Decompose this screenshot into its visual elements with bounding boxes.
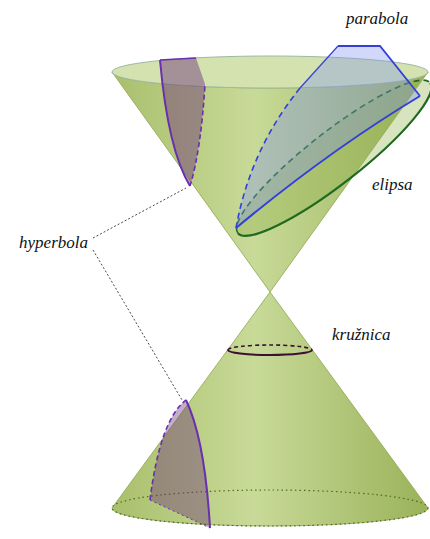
parabola-plane [236, 46, 420, 228]
hyperbola-upper-back [190, 84, 205, 186]
label-ellipse: elipsa [372, 176, 413, 195]
parabola-plane-edge [338, 46, 420, 96]
hyperbola-lower-edge [150, 500, 210, 528]
circle-front [228, 350, 312, 355]
leader-line [93, 188, 186, 238]
hyperbola-lower-front [186, 400, 210, 528]
hyperbola-upper-front [160, 60, 190, 186]
label-hyperbola: hyperbola [19, 234, 88, 253]
label-circle: kružnica [332, 326, 391, 345]
parabola-front [236, 96, 420, 228]
label-parabola: parabola [346, 10, 408, 29]
leader-line [93, 250, 182, 400]
hyperbola-lower-back [150, 400, 186, 500]
hyperbola-upper-plane [160, 58, 205, 186]
circle-back [228, 345, 312, 350]
hyperbola-upper-edge [160, 58, 196, 60]
hyperbola-lower-plane [150, 400, 210, 528]
parabola-back [236, 88, 300, 228]
parabola-plane-edge2 [300, 46, 338, 88]
